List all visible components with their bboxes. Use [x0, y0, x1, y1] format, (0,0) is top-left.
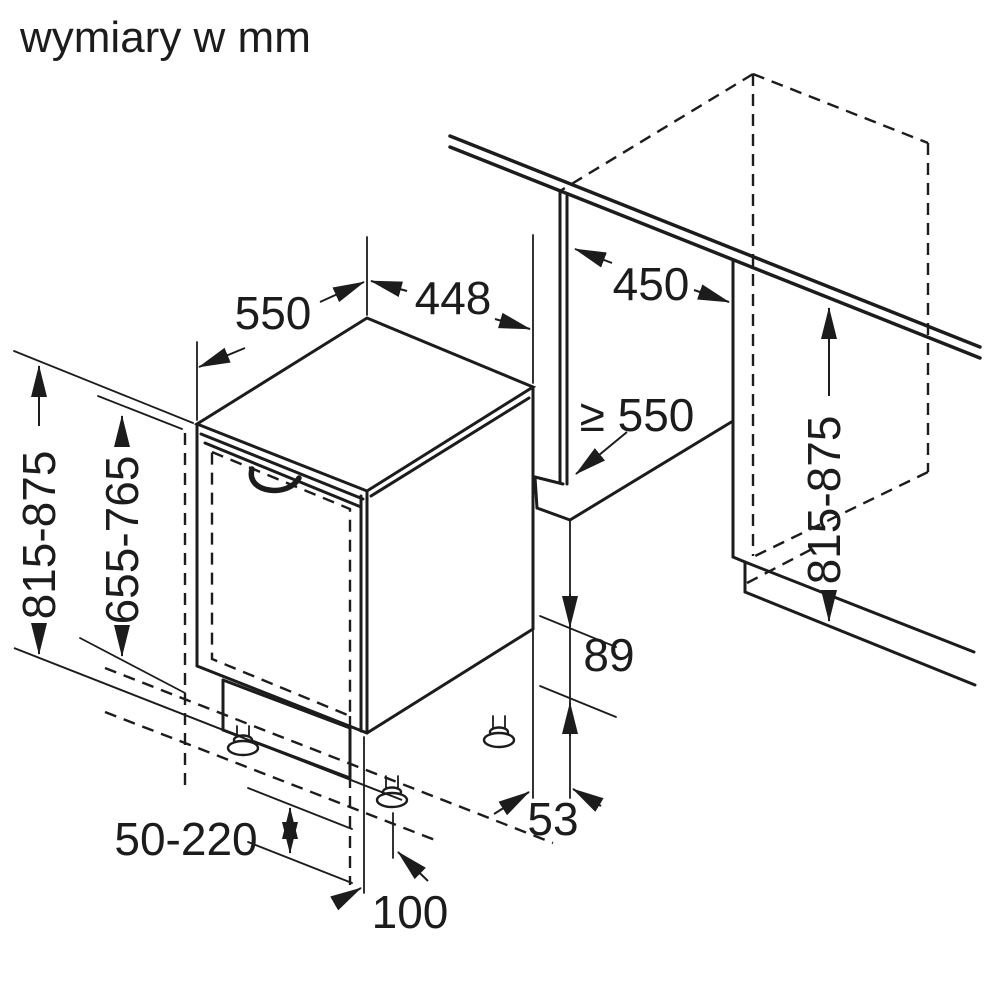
dim-100-label: 100 [372, 886, 449, 938]
dim-base-clearance: 89 [562, 594, 635, 736]
right-cabinet [731, 258, 977, 687]
dim-appliance-depth: 550 [198, 281, 365, 368]
dim-plinth-depth: 100 [330, 851, 449, 938]
dim-foot-adjust: 50-220 [114, 807, 298, 865]
dim-niche-width: 450 [574, 248, 730, 310]
worktop-counter [448, 134, 982, 360]
dim-min-550-label: ≥ 550 [580, 389, 695, 441]
extension-lines [13, 234, 617, 894]
dim-53-label: 53 [527, 793, 578, 845]
dim-appliance-width: 448 [370, 272, 531, 330]
dim-50-220-label: 50-220 [114, 813, 257, 865]
dim-448-label: 448 [415, 272, 492, 324]
dim-450-label: 450 [613, 258, 690, 310]
dim-815-875-right-label: 815-875 [798, 416, 850, 585]
dim-door-panel-height: 655-765 [96, 415, 148, 657]
dim-rear-offset: 53 [493, 788, 604, 845]
niche-dashed-outline [559, 72, 930, 585]
dim-89-label: 89 [583, 629, 634, 681]
foot-right [482, 715, 516, 749]
dishwasher-body [183, 316, 537, 885]
dim-niche-depth: ≥ 550 [575, 389, 695, 475]
dim-height-right: 815-875 [798, 307, 850, 622]
diagram-title: wymiary w mm [19, 13, 311, 62]
foot-left [226, 725, 260, 757]
dim-height-left: 815-875 [13, 365, 65, 655]
door-handle-recess [248, 466, 302, 494]
dim-655-765-label: 655-765 [96, 456, 148, 625]
dim-550-label: 550 [235, 287, 312, 339]
dim-815-875-left-label: 815-875 [13, 451, 65, 620]
niche-side-panel [533, 190, 735, 522]
